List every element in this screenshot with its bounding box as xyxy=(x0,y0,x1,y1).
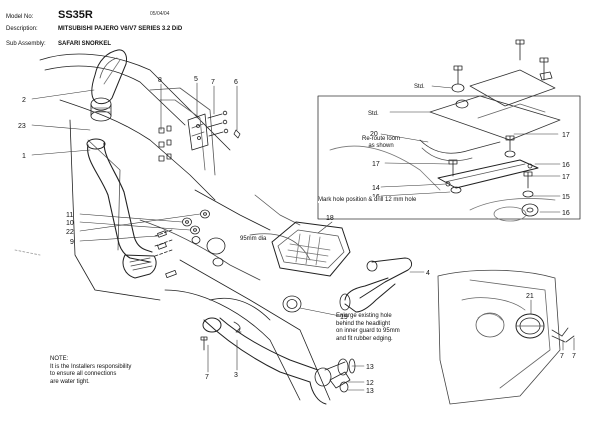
enlarge-line-3: on inner guard to 95mm xyxy=(336,328,400,334)
note-line-2: to ensure all connections xyxy=(50,371,117,377)
callout-2: 2 xyxy=(22,97,26,104)
description-label: Description: xyxy=(6,26,38,32)
snorkel-body xyxy=(86,138,157,279)
callout-15: 15 xyxy=(562,194,570,201)
callout-13-upper: 13 xyxy=(366,364,374,371)
callout-numbers: 2 23 1 8 5 7 6 11 10 22 9 7 3 4 18 19 13… xyxy=(18,76,576,395)
note-line-1: It is the Installers responsibility xyxy=(50,363,132,370)
headlight-inset-panel xyxy=(437,269,575,405)
callout-10: 10 xyxy=(66,220,74,227)
drawing-date: 05/04/04 xyxy=(150,11,170,17)
callout-leaders xyxy=(31,82,575,391)
upper-intake-pipe xyxy=(339,257,413,313)
lower-hose xyxy=(202,317,332,405)
callout-17-right-lower: 17 xyxy=(562,174,570,181)
enlarge-line-4: and fit rubber edging. xyxy=(336,335,393,342)
clamp-nuts-8 xyxy=(158,125,172,162)
callout-4: 4 xyxy=(426,270,430,277)
subassembly-row: Sub Assembly: SAFARI SNORKEL xyxy=(6,41,111,47)
rubber-edging-ring xyxy=(282,295,302,313)
callout-6: 6 xyxy=(234,79,238,86)
std-label-lower: Std. xyxy=(368,111,379,117)
note-title: NOTE: xyxy=(50,356,69,362)
std-label-upper: Std. xyxy=(414,84,425,90)
air-box xyxy=(271,221,351,277)
enlarge-line-1: Enlarge existing hole xyxy=(336,313,392,319)
hose-clamps xyxy=(324,358,356,393)
description-row: Description: MITSUBISHI PAJERO V6/V7 SERI… xyxy=(6,26,182,32)
model-label: Model No: xyxy=(6,14,34,20)
callout-9: 9 xyxy=(70,239,74,246)
mark-hole-instruction: Mark hole position & drill 12 mm hole xyxy=(318,197,417,203)
callout-22: 22 xyxy=(66,229,74,236)
callout-3: 3 xyxy=(234,372,238,379)
hole-diameter-label: 95mm dia xyxy=(240,236,267,242)
callout-16-right-lower: 16 xyxy=(562,210,570,217)
subassembly-value: SAFARI SNORKEL xyxy=(58,41,112,47)
enlarge-line-2: behind the headlight xyxy=(336,320,391,327)
model-row: Model No: SS35R xyxy=(6,9,93,21)
model-number: SS35R xyxy=(58,9,93,21)
callout-7-inset-right: 7 xyxy=(572,353,576,360)
callout-1: 1 xyxy=(22,153,26,160)
screw-7-lower xyxy=(200,336,208,351)
callout-19: 19 xyxy=(340,314,348,321)
description-value: MITSUBISHI PAJERO V6/V7 SERIES 3.2 DiD xyxy=(58,26,183,32)
callout-12: 12 xyxy=(366,380,374,387)
mount-bracket xyxy=(187,113,209,151)
enlarge-hole-note: Enlarge existing hole behind the headlig… xyxy=(336,313,400,343)
snorkel-air-ram xyxy=(90,49,127,122)
callout-11: 11 xyxy=(66,212,73,219)
inset-detail-panel xyxy=(317,39,581,222)
callout-14: 14 xyxy=(372,185,380,192)
callout-8: 8 xyxy=(158,77,162,84)
note-line-3: are water tight. xyxy=(50,378,90,385)
callout-7-inset-left: 7 xyxy=(560,353,564,360)
callout-7-lower: 7 xyxy=(205,374,209,381)
vehicle-body-outline xyxy=(14,53,331,401)
callout-17-right-upper: 17 xyxy=(562,132,570,139)
reroute-loom-note: Re-route loom as shown xyxy=(362,136,400,150)
callout-18: 18 xyxy=(326,215,334,222)
callout-5: 5 xyxy=(194,76,198,83)
washers-and-hole xyxy=(154,209,226,278)
reroute-line-1: Re-route loom xyxy=(362,136,401,142)
callout-16-right-upper: 16 xyxy=(562,162,570,169)
callout-23: 23 xyxy=(18,123,26,130)
installer-note: NOTE: It is the Installers responsibilit… xyxy=(50,356,131,386)
callout-21: 21 xyxy=(526,293,534,300)
bracket-screws xyxy=(207,110,241,139)
callout-13-lower: 13 xyxy=(366,388,374,395)
subassembly-label: Sub Assembly: xyxy=(6,41,46,47)
callout-20: 20 xyxy=(370,131,378,138)
reroute-line-2: as shown xyxy=(368,143,394,149)
callout-7-upper: 7 xyxy=(211,79,215,86)
callout-17-left: 17 xyxy=(372,161,380,168)
